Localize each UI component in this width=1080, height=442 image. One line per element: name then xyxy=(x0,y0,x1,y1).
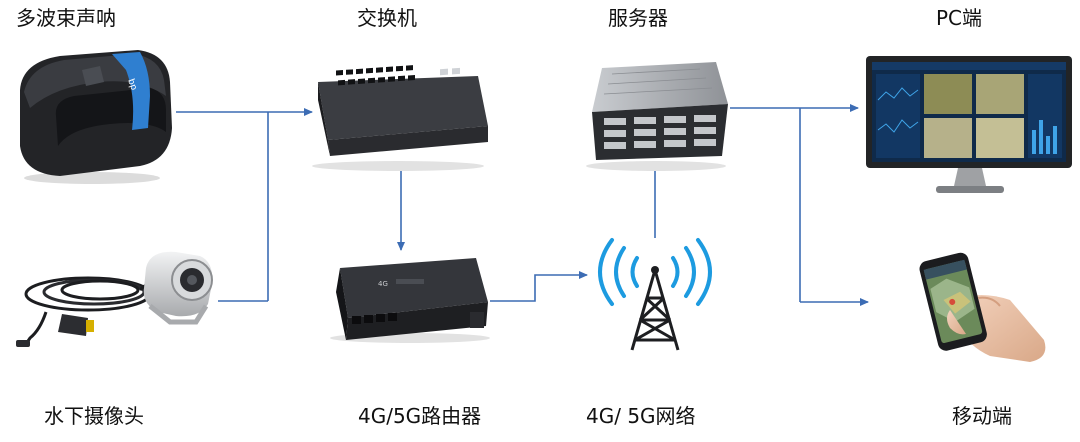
camera-label: 水下摄像头 xyxy=(44,404,144,428)
connector-router-to-network xyxy=(490,271,588,302)
pc-label: PC端 xyxy=(936,6,983,30)
connectors xyxy=(176,104,869,306)
server-label: 服务器 xyxy=(608,6,668,30)
server-icon xyxy=(586,62,728,171)
switch-icon xyxy=(312,65,488,171)
switch-label: 交换机 xyxy=(357,6,417,30)
router-brand-mark: 4G xyxy=(378,280,388,288)
sonar-icon: bp xyxy=(20,50,172,184)
sonar-label: 多波束声呐 xyxy=(16,6,116,30)
router-icon: 4G xyxy=(330,258,490,343)
sonar-logo-mark: bp xyxy=(125,78,138,92)
network-label: 4G/ 5G网络 xyxy=(586,404,696,428)
cell-tower-icon xyxy=(598,238,712,351)
pc-monitor-icon xyxy=(866,56,1072,193)
camera-icon xyxy=(16,251,213,347)
mobile-label: 移动端 xyxy=(952,404,1012,428)
router-label: 4G/5G路由器 xyxy=(358,404,482,428)
mobile-phone-icon xyxy=(919,252,1046,362)
